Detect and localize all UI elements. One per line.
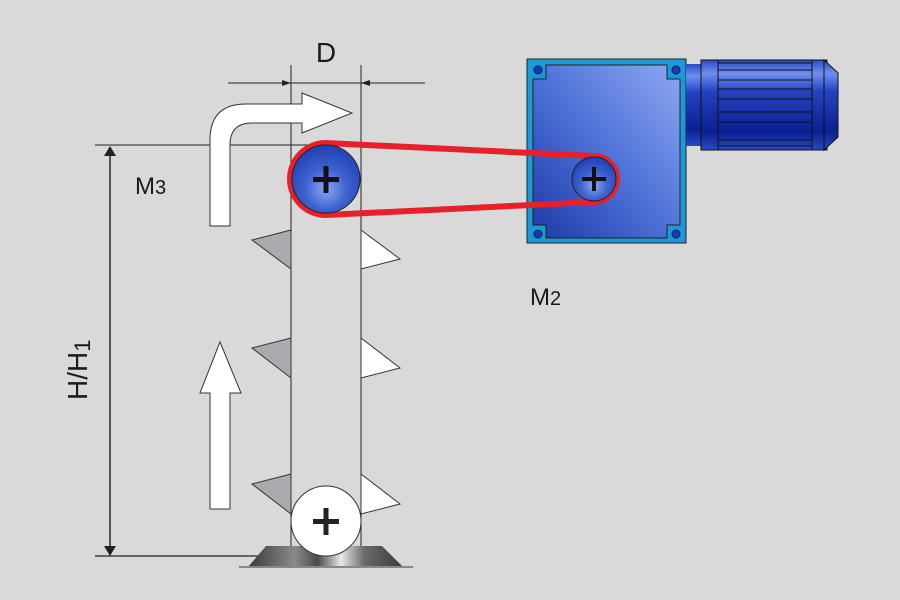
top-pulley — [291, 144, 361, 214]
label-height: H/H1 — [62, 340, 95, 400]
electric-motor — [686, 58, 839, 152]
drive-pulley — [571, 156, 617, 202]
label-m3: M3 — [135, 173, 166, 200]
buckets-left — [250, 229, 292, 516]
plus-icon — [313, 508, 339, 535]
arrow-up-icon — [199, 340, 242, 510]
buckets-right — [360, 229, 402, 515]
base-plate — [239, 546, 413, 568]
arrow-turn-right-icon — [209, 92, 354, 227]
drive-belt — [287, 139, 620, 219]
label-diameter: D — [316, 37, 336, 68]
label-m2: M2 — [530, 284, 561, 311]
plus-icon — [313, 166, 339, 193]
bottom-pulley — [290, 485, 362, 557]
plus-icon — [582, 167, 606, 191]
